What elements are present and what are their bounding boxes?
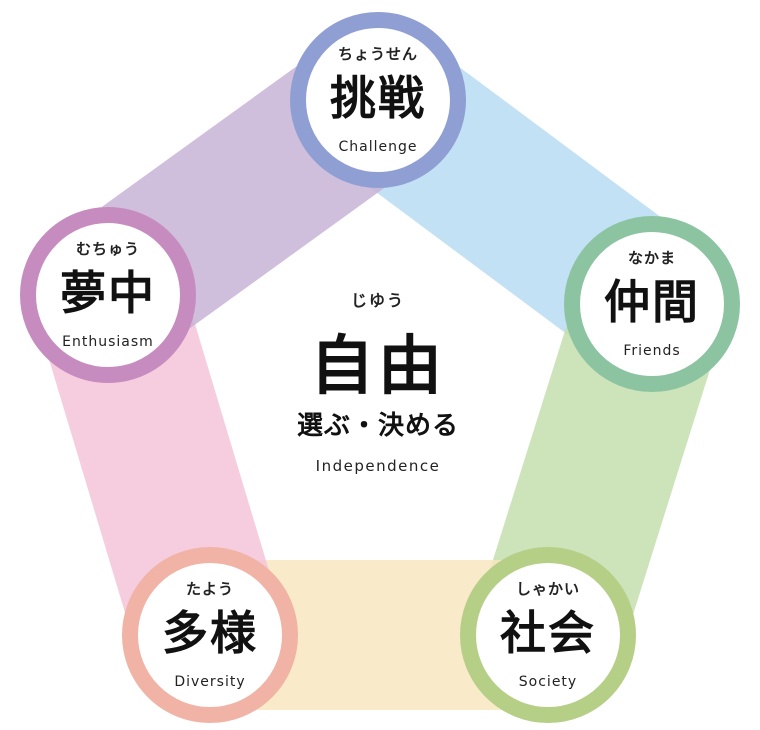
node-ring-enthusiasm <box>20 207 196 383</box>
node-ring-friends <box>564 216 740 392</box>
node-ruby-society: しゃかい <box>516 580 580 598</box>
node-ring-diversity <box>122 547 298 723</box>
node-ruby-diversity: たよう <box>186 580 234 598</box>
node-english-society: Society <box>519 674 577 690</box>
node-ruby-enthusiasm: むちゅう <box>76 240 140 258</box>
node-ruby-friends: なかま <box>628 249 676 267</box>
node-english-diversity: Diversity <box>174 674 245 690</box>
node-kanji-challenge: 挑戦 <box>330 71 426 125</box>
center-core: じゆう 自由 選ぶ・決める Independence <box>297 291 459 475</box>
center-kanji: 自由 <box>310 330 446 404</box>
node-english-challenge: Challenge <box>339 139 418 155</box>
node-kanji-society: 社会 <box>500 606 596 660</box>
node-kanji-enthusiasm: 夢中 <box>60 266 156 320</box>
node-kanji-diversity: 多様 <box>162 606 258 660</box>
node-kanji-friends: 仲間 <box>604 275 700 329</box>
center-ruby: じゆう <box>351 291 405 310</box>
center-english: Independence <box>316 457 441 475</box>
node-english-enthusiasm: Enthusiasm <box>62 334 154 350</box>
node-ring-society <box>460 547 636 723</box>
node-english-friends: Friends <box>623 343 680 359</box>
center-subtitle: 選ぶ・決める <box>297 411 459 441</box>
node-ruby-challenge: ちょうせん <box>338 45 418 63</box>
node-ring-challenge <box>290 12 466 188</box>
